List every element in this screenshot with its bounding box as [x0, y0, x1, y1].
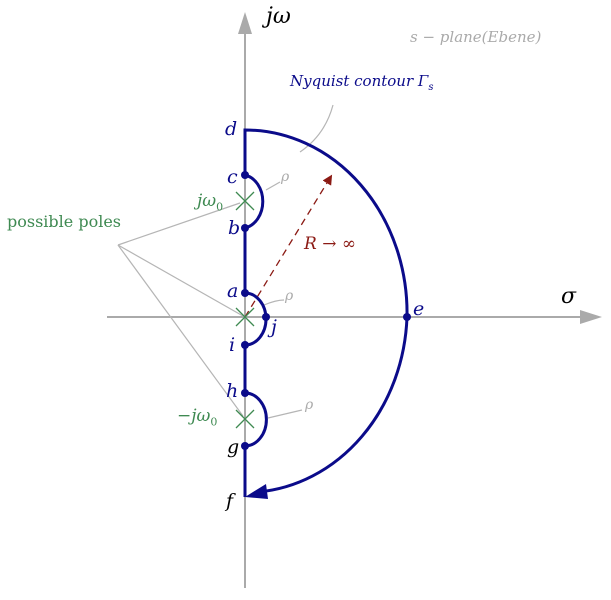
rho-label: ρ: [285, 288, 294, 304]
possible-poles-label: possible poles: [7, 212, 121, 231]
plane-label: s − plane(Ebene): [410, 28, 542, 46]
rho-leader: [267, 409, 303, 419]
pole-cross-icon: [235, 191, 255, 211]
contour-arrow-icon: [245, 484, 268, 499]
label-a: a: [227, 280, 239, 302]
point-j: [262, 313, 270, 321]
label-f: f: [226, 490, 234, 512]
nyquist-contour: [243, 128, 409, 497]
label-e: e: [413, 298, 425, 320]
pole-cross-icon: [235, 409, 255, 429]
pole-label-upper-sub: 0: [216, 200, 224, 214]
radius-arrow: [244, 174, 333, 318]
poles-leader: [117, 244, 244, 417]
pole-cross-icon: [235, 307, 255, 327]
contour-leader: [299, 104, 334, 153]
rho-leader: [263, 299, 285, 306]
imag-axis-arrow-icon: [238, 12, 252, 34]
label-i: i: [229, 334, 236, 356]
label-j: j: [271, 316, 277, 338]
contour-label: Nyquist contour Γs: [290, 74, 433, 93]
real-axis-arrow-icon: [580, 310, 602, 324]
point-b: [241, 224, 249, 232]
label-g: g: [227, 436, 240, 458]
contour-label-sub: s: [428, 82, 434, 93]
label-h: h: [226, 380, 239, 402]
label-c: c: [227, 166, 238, 188]
imag-axis-label: jω: [266, 4, 291, 29]
label-d: d: [225, 118, 238, 140]
radius-label: R → ∞: [304, 234, 357, 254]
point-e: [403, 313, 411, 321]
point-i: [241, 341, 249, 349]
pole-label-lower-text: −jω: [177, 406, 211, 426]
pole-label-upper: jω0: [197, 191, 224, 214]
real-axis-label: σ: [561, 284, 577, 309]
label-b: b: [228, 217, 241, 239]
point-h: [241, 389, 249, 397]
pole-label-lower-sub: 0: [210, 415, 218, 429]
poles-leader: [117, 202, 241, 246]
rho-label: ρ: [305, 397, 314, 413]
rho-label: ρ: [281, 169, 290, 185]
point-a: [241, 289, 249, 297]
point-g: [241, 442, 249, 450]
rho-leader: [265, 181, 281, 191]
contour-label-text: Nyquist contour Γ: [290, 72, 429, 90]
pole-label-upper-text: jω: [197, 191, 217, 211]
pole-label-lower: −jω0: [177, 406, 218, 429]
point-c: [241, 171, 249, 179]
poles-leader: [117, 244, 244, 317]
